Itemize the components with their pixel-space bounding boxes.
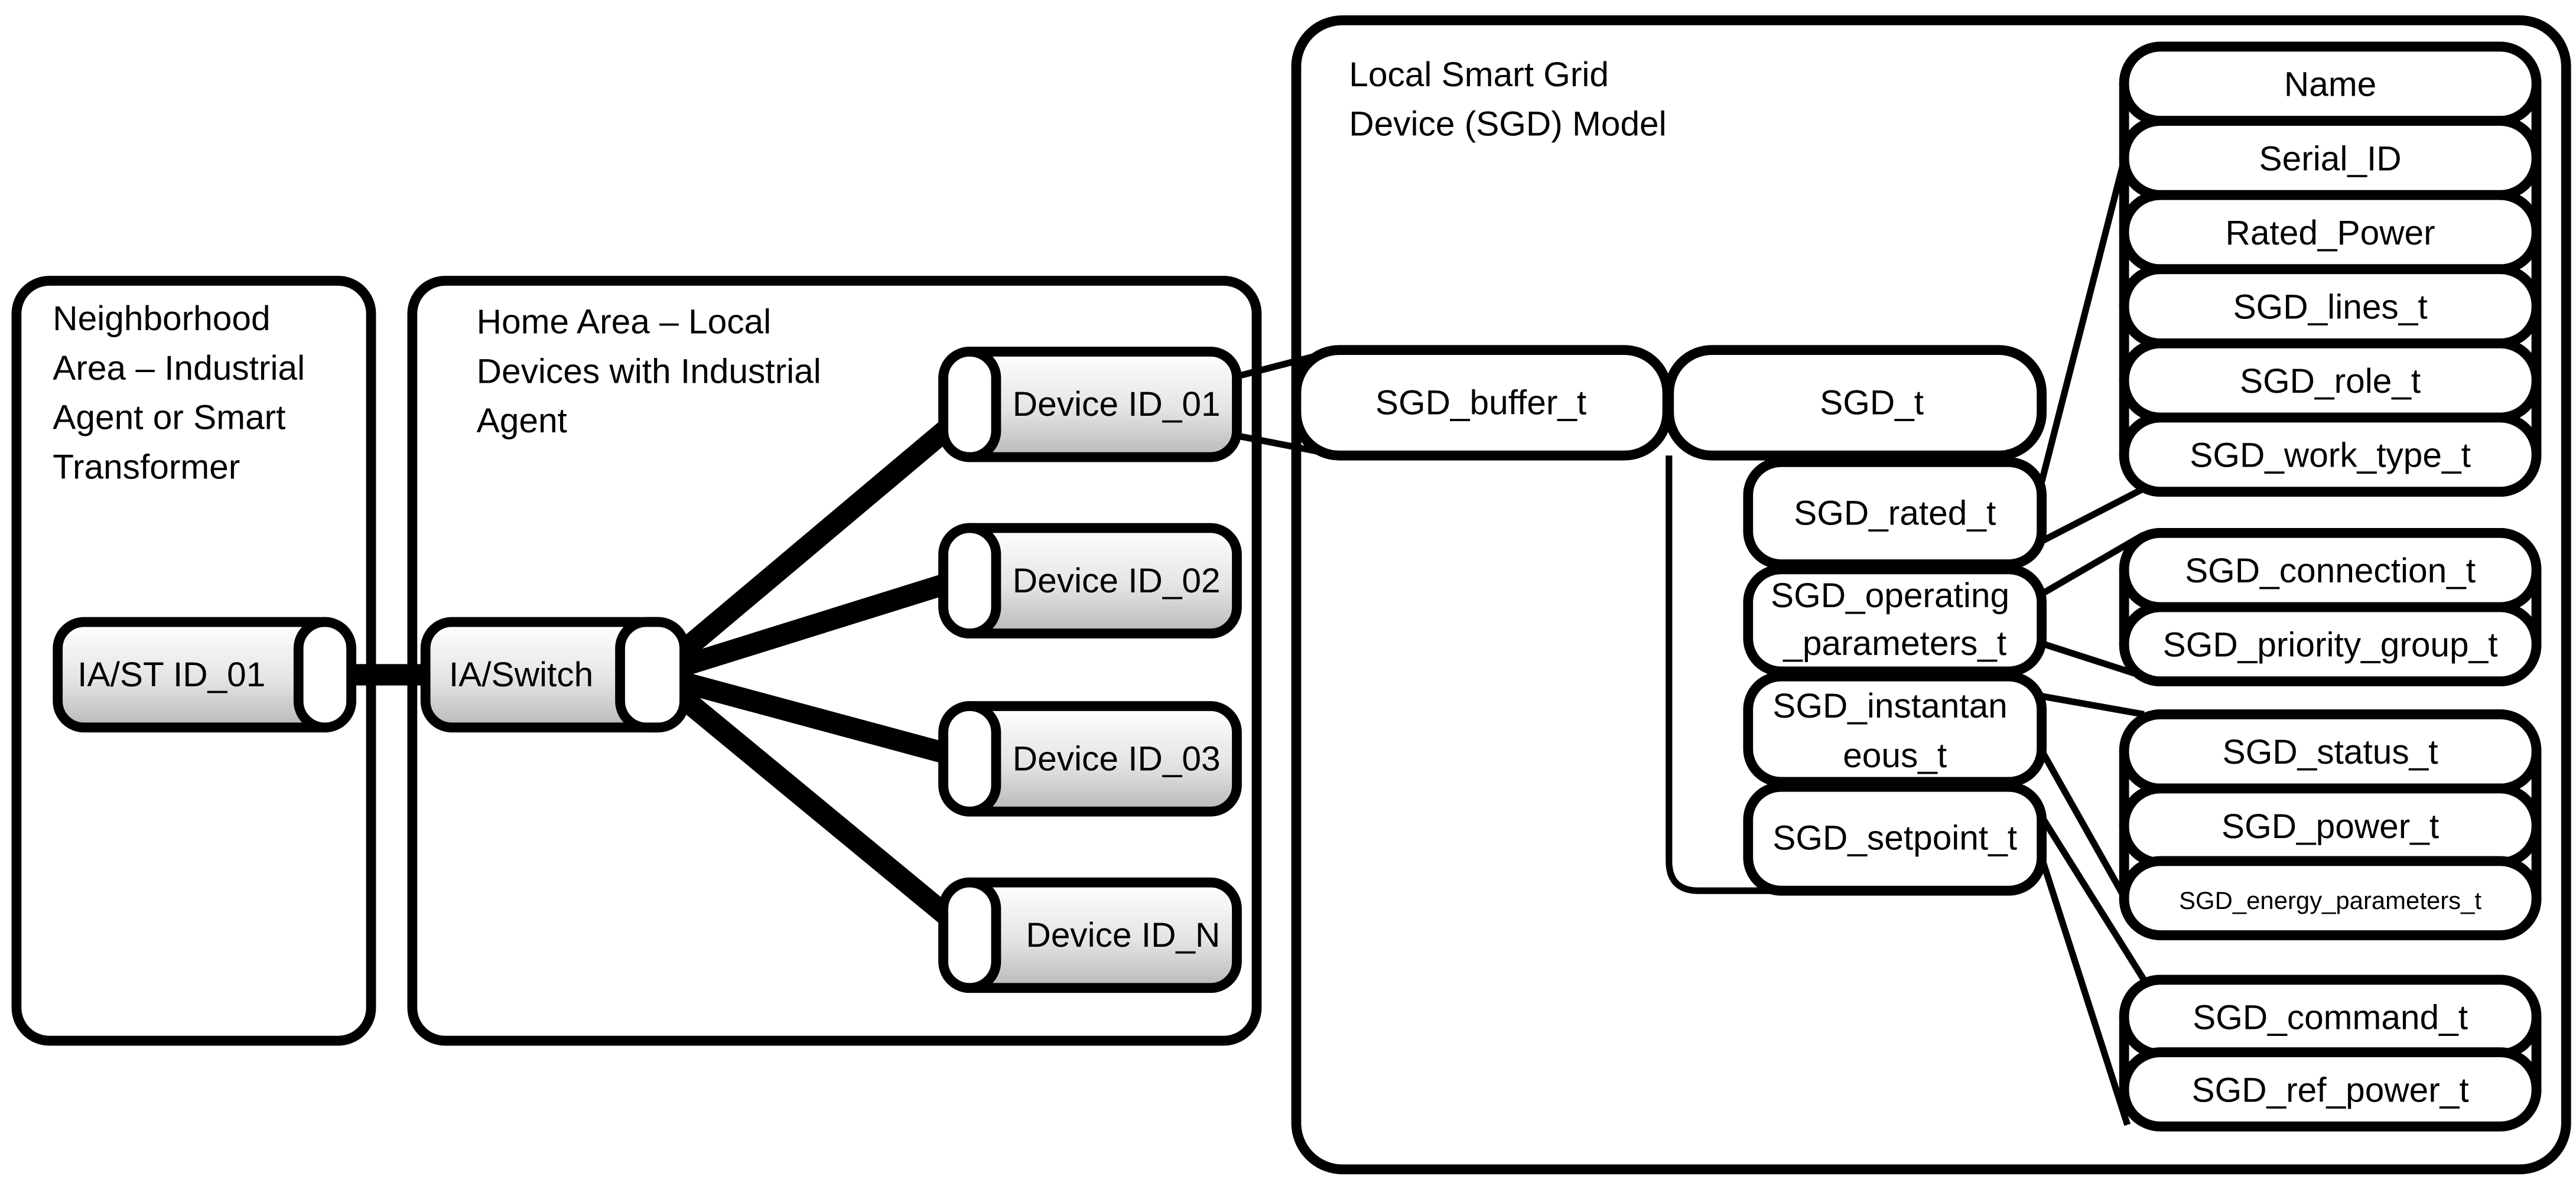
link-switch-device-n xyxy=(644,664,977,943)
sgd-rated-label: SGD_rated_t xyxy=(1794,494,1996,532)
sgd-t-label: SGD_t xyxy=(1820,383,1924,422)
iast-label: IA/ST ID_01 xyxy=(77,656,265,694)
field-sgd-priority-group: SGD_priority_group_t xyxy=(2163,626,2498,664)
field-sgd-energy-parameters: SGD_energy_parameters_t xyxy=(2179,887,2481,914)
sgd-setpoint-label: SGD_setpoint_t xyxy=(1772,819,2017,857)
device-label-02: Device ID_02 xyxy=(1013,562,1221,600)
neighborhood-panel-title: Neighborhood Area – Industrial Agent or … xyxy=(53,299,314,486)
link-switch-device-03 xyxy=(644,664,977,770)
link-rated-fields-bottom xyxy=(2040,485,2146,545)
home-area-panel xyxy=(407,275,1262,1046)
field-sgd-ref-power: SGD_ref_power_t xyxy=(2192,1071,2469,1109)
field-sgd-work-type: SGD_work_type_t xyxy=(2190,436,2471,475)
sgd-operating-label: SGD_operating _parameters_t xyxy=(1771,576,2019,663)
instantaneous-fields-group: SGD_status_t SGD_power_t SGD_energy_para… xyxy=(2119,709,2542,940)
link-operating-fields-top xyxy=(2040,532,2146,597)
device-label-03: Device ID_03 xyxy=(1013,739,1221,778)
link-switch-device-01 xyxy=(644,402,977,686)
sgd-buffer-label: SGD_buffer_t xyxy=(1375,383,1586,422)
field-sgd-status: SGD_status_t xyxy=(2223,733,2438,771)
field-sgd-command: SGD_command_t xyxy=(2193,999,2468,1037)
field-rated-power: Rated_Power xyxy=(2226,214,2435,252)
sgd-instantaneous-label: SGD_instantan eous_t xyxy=(1772,687,2017,775)
link-switch-device-02 xyxy=(644,566,977,686)
device-node-01: Device ID_01 xyxy=(938,346,1242,462)
field-sgd-connection: SGD_connection_t xyxy=(2185,552,2476,590)
iast-node: IA/ST ID_01 xyxy=(53,617,356,733)
field-sgd-power: SGD_power_t xyxy=(2222,807,2439,846)
link-instant-fields-top xyxy=(2041,693,2145,718)
device-node-n: Device ID_N xyxy=(938,877,1242,993)
sgd-model-panel-title: Local Smart Grid Device (SGD) Model xyxy=(1349,56,1666,144)
sgd-setpoint-box xyxy=(1743,781,2047,896)
device-label-n: Device ID_N xyxy=(1026,916,1220,954)
field-serial-id: Serial_ID xyxy=(2259,139,2402,178)
setpoint-fields-group: SGD_command_t SGD_ref_power_t xyxy=(2119,975,2542,1132)
sgd-t-bracket xyxy=(1666,455,1785,894)
ia-switch-node: IA/Switch xyxy=(420,617,689,733)
device-node-02: Device ID_02 xyxy=(938,523,1242,639)
link-setpoint-fields-top xyxy=(2038,814,2147,982)
device-label-01: Device ID_01 xyxy=(1013,385,1221,423)
home-panel-title: Home Area – Local Devices with Industria… xyxy=(477,303,831,440)
link-operating-fields-bottom xyxy=(2040,640,2145,680)
operating-fields-group: SGD_connection_t SGD_priority_group_t xyxy=(2119,528,2542,686)
ia-switch-label: IA/Switch xyxy=(449,656,593,694)
link-setpoint-fields-bottom xyxy=(2038,856,2131,1126)
sgd-t-box xyxy=(1664,345,2047,461)
rated-fields-group: Name Serial_ID Rated_Power SGD_lines_t S… xyxy=(2119,41,2542,497)
device-node-03: Device ID_03 xyxy=(938,701,1242,817)
field-sgd-lines: SGD_lines_t xyxy=(2233,288,2428,327)
field-name: Name xyxy=(2284,66,2376,104)
field-sgd-role: SGD_role_t xyxy=(2240,362,2421,400)
